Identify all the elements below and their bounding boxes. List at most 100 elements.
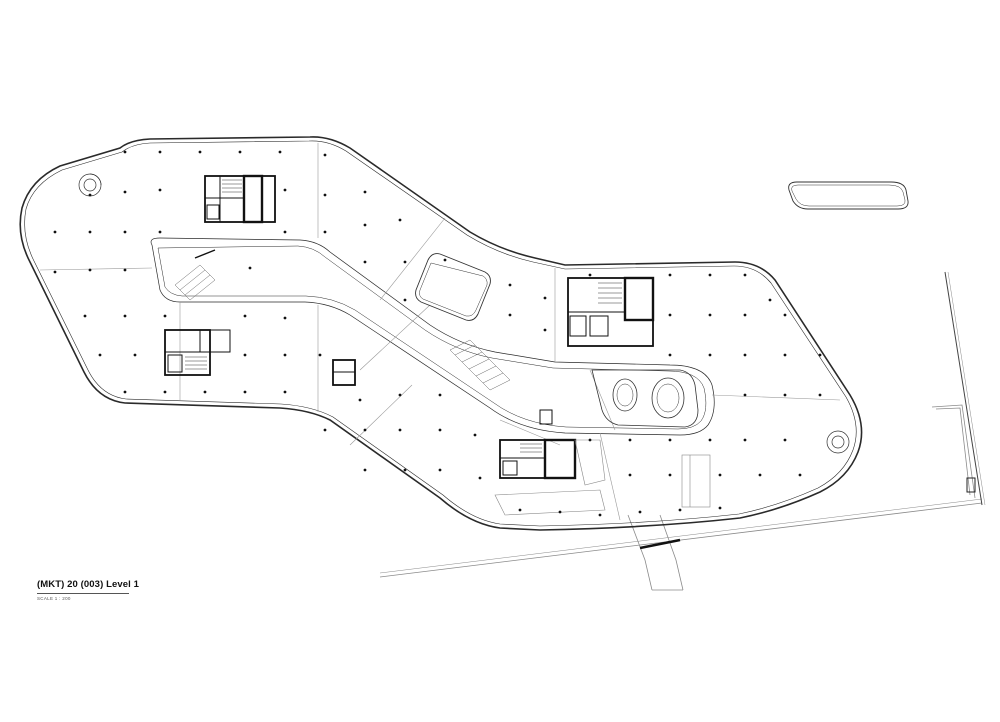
column-marker [518, 508, 522, 512]
column-marker [508, 283, 512, 287]
column-marker [283, 353, 287, 357]
column-marker [718, 506, 722, 510]
column-marker [358, 398, 362, 402]
column-marker [283, 390, 287, 394]
column-marker [628, 438, 632, 442]
column-marker [83, 314, 87, 318]
column-marker [783, 438, 787, 442]
core-south [499, 409, 577, 480]
column-marker [678, 508, 682, 512]
column-marker [743, 393, 747, 397]
escalators [174, 249, 511, 391]
column-marker [243, 314, 247, 318]
column-marker [323, 428, 327, 432]
column-marker [508, 313, 512, 317]
column-marker [543, 328, 547, 332]
column-marker [123, 230, 127, 234]
column-marker [818, 353, 822, 357]
column-marker [278, 150, 282, 154]
column-marker [743, 273, 747, 277]
column-marker [438, 393, 442, 397]
column-marker [198, 150, 202, 154]
ancillary [494, 439, 711, 516]
column-marker [203, 390, 207, 394]
column-marker [668, 313, 672, 317]
column-marker [323, 230, 327, 234]
title-block: (MKT) 20 (003) Level 1 SCALE 1 : 200 [37, 579, 139, 601]
title-underline [37, 593, 129, 594]
column-grid [53, 150, 822, 517]
column-marker [88, 230, 92, 234]
column-marker [668, 438, 672, 442]
drawing-title: (MKT) 20 (003) Level 1 [37, 579, 139, 590]
core-north [204, 174, 276, 224]
column-marker [818, 393, 822, 397]
column-marker [768, 298, 772, 302]
column-marker [558, 510, 562, 514]
column-marker [53, 230, 57, 234]
column-marker [123, 268, 127, 272]
column-marker [473, 433, 477, 437]
column-marker [588, 273, 592, 277]
amenity-void [591, 369, 699, 428]
kiosk [332, 359, 356, 386]
column-marker [323, 153, 327, 157]
column-marker [598, 513, 602, 517]
column-marker [123, 314, 127, 318]
column-marker [758, 473, 762, 477]
column-marker [363, 223, 367, 227]
column-marker [323, 193, 327, 197]
column-marker [363, 428, 367, 432]
column-marker [398, 393, 402, 397]
column-marker [283, 316, 287, 320]
courtyard [415, 253, 491, 321]
column-marker [363, 468, 367, 472]
column-marker [398, 218, 402, 222]
spiral-stair-east [826, 430, 850, 454]
detached-pavilion [788, 181, 909, 210]
column-marker [708, 438, 712, 442]
column-marker [743, 438, 747, 442]
column-marker [88, 268, 92, 272]
spiral-stair-north [78, 173, 102, 197]
column-marker [123, 150, 127, 154]
column-marker [708, 353, 712, 357]
column-marker [158, 150, 162, 154]
site-lines [379, 271, 986, 591]
column-marker [443, 258, 447, 262]
column-marker [743, 353, 747, 357]
column-marker [238, 150, 242, 154]
column-marker [478, 476, 482, 480]
column-marker [638, 510, 642, 514]
column-marker [668, 273, 672, 277]
column-marker [248, 266, 252, 270]
column-marker [363, 190, 367, 194]
column-marker [438, 428, 442, 432]
column-marker [743, 313, 747, 317]
column-marker [163, 390, 167, 394]
core-west [164, 329, 231, 376]
drawing-scale: SCALE 1 : 200 [37, 596, 71, 601]
column-marker [668, 473, 672, 477]
column-marker [363, 260, 367, 264]
column-marker [123, 390, 127, 394]
column-marker [403, 298, 407, 302]
column-marker [708, 313, 712, 317]
column-marker [398, 428, 402, 432]
column-marker [783, 313, 787, 317]
building-outline [19, 136, 863, 531]
partition-lines [39, 143, 841, 521]
column-marker [783, 393, 787, 397]
column-marker [158, 230, 162, 234]
column-marker [718, 473, 722, 477]
column-marker [798, 473, 802, 477]
column-marker [403, 468, 407, 472]
column-marker [123, 190, 127, 194]
column-marker [283, 230, 287, 234]
column-marker [98, 353, 102, 357]
column-marker [403, 260, 407, 264]
column-marker [283, 188, 287, 192]
column-marker [438, 468, 442, 472]
core-east [567, 276, 655, 347]
